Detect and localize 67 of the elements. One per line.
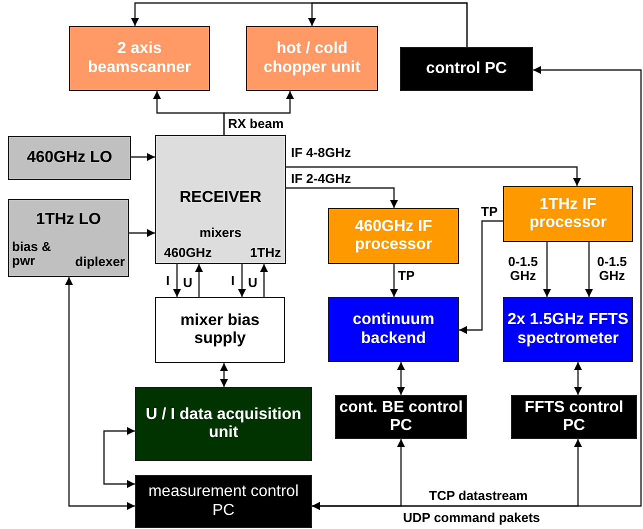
edge-label: 0-1.5 GHz <box>507 255 539 284</box>
connector-arrow <box>390 264 398 297</box>
connector-arrow <box>260 264 268 297</box>
block-box <box>155 297 285 363</box>
connector-arrow <box>286 166 581 186</box>
block-label: 1THz LO <box>35 212 102 229</box>
edge-label: U <box>248 276 258 290</box>
edge-label: I <box>166 274 170 288</box>
edge-label: U <box>183 276 192 290</box>
connector-arrow <box>65 277 135 510</box>
block-label: hot / cold chopper unit <box>262 40 362 77</box>
connector-arrow <box>173 264 181 297</box>
connector-arrow <box>129 229 155 237</box>
connector-arrow <box>585 242 593 297</box>
block-box <box>400 47 533 91</box>
connector-arrow <box>238 264 246 297</box>
block-label: 460GHz IF processor <box>354 218 434 254</box>
connector-arrow <box>131 153 155 161</box>
connector-arrow <box>220 363 228 387</box>
connector-arrow <box>308 2 468 47</box>
block-box <box>8 199 129 277</box>
block-box <box>328 297 459 362</box>
block-label: 460GHz <box>164 246 212 260</box>
block-label: U / I data acquisition unit <box>144 406 302 442</box>
block-label: continuum backend <box>352 311 436 348</box>
connector-arrow <box>286 187 398 208</box>
bus-label: TCP datastream <box>429 488 528 503</box>
block-box <box>135 475 312 528</box>
block-label: measurement control PC <box>147 483 300 520</box>
connector-arrow <box>459 220 503 334</box>
block-label: cont. BE control PC <box>338 398 464 436</box>
block-box <box>511 395 637 439</box>
block-label: 1THz <box>250 246 281 260</box>
edge-label: IF 4-8GHz <box>291 146 351 160</box>
connector-arrow <box>195 264 203 297</box>
block-box <box>246 26 378 91</box>
bus-label: UDP command pakets <box>403 510 540 525</box>
edge-label: TP <box>398 269 415 284</box>
block-label: 460GHz LO <box>26 148 114 168</box>
block-label: RECEIVER <box>178 190 262 207</box>
block-label: control PC <box>425 60 508 78</box>
edge-label: I <box>231 274 235 288</box>
edge-label: TP <box>481 205 498 220</box>
connector-arrow <box>574 362 582 395</box>
block-label: diplexer <box>75 255 125 269</box>
block-label: FFTS control PC <box>524 398 624 436</box>
edge-label: IF 2-4GHz <box>291 172 351 186</box>
block-label: mixer bias supply <box>179 312 261 348</box>
block-box <box>503 186 633 242</box>
block-label: bias & pwr <box>12 240 52 268</box>
block-label: mixers <box>198 226 242 240</box>
block-label: 1THz IF processor <box>528 196 608 232</box>
block-box <box>135 387 312 461</box>
connector-arrow <box>312 66 642 510</box>
connector-arrow <box>397 362 405 395</box>
block-box <box>69 26 210 91</box>
connector-arrow <box>103 427 135 488</box>
connector-arrow <box>543 242 551 297</box>
block-box <box>503 297 633 362</box>
block-label: 2 axis beamscanner <box>86 40 192 77</box>
edge-label: RX beam <box>228 117 284 132</box>
connector-arrow <box>223 91 294 135</box>
block-box <box>328 208 459 264</box>
block-box <box>155 135 286 264</box>
block-label: 2x 1.5GHz FFTS spectrometer <box>506 311 630 348</box>
block-box <box>8 136 131 180</box>
edge-label: 0-1.5 GHz <box>596 255 628 284</box>
